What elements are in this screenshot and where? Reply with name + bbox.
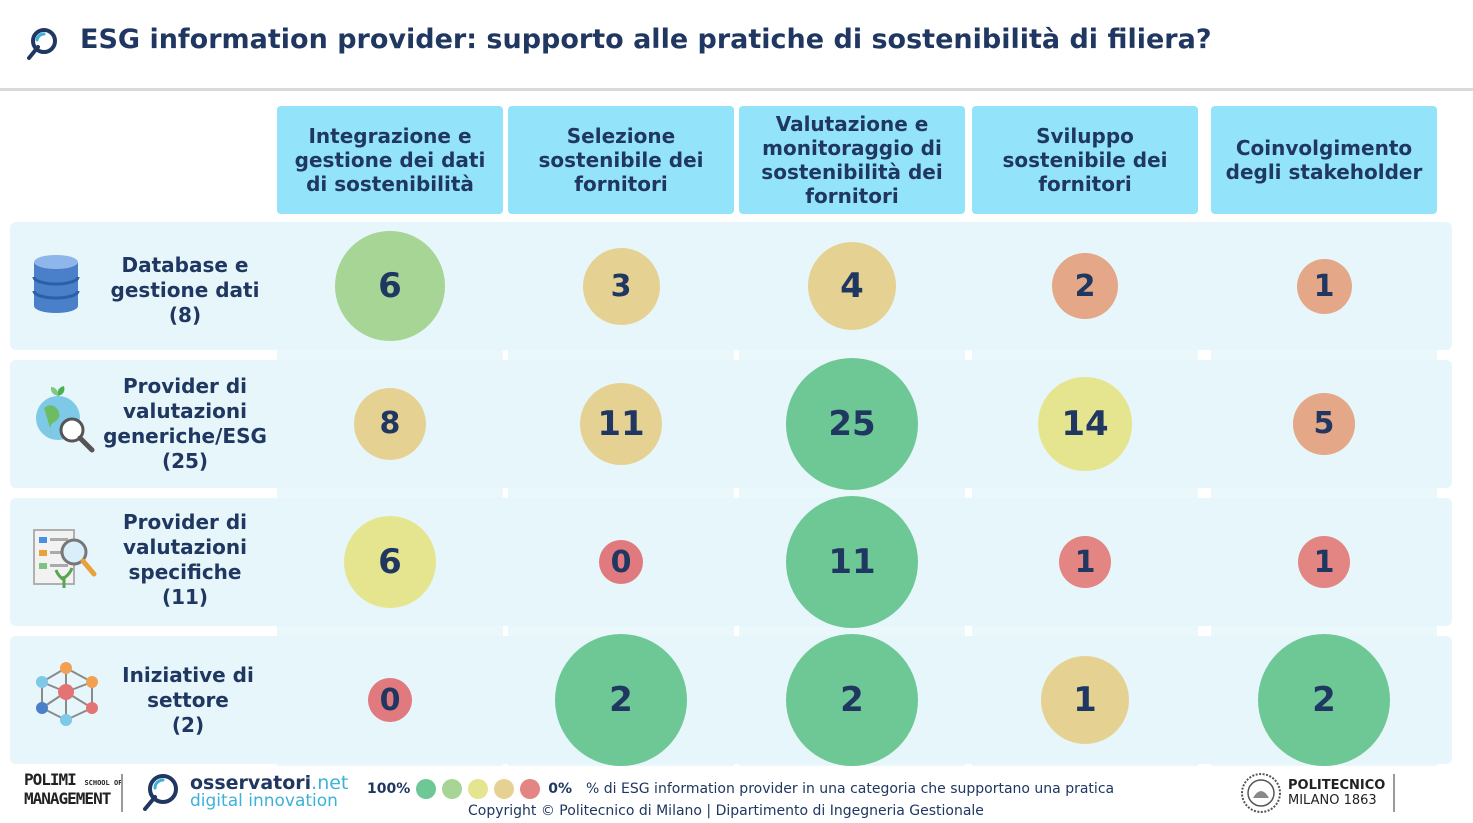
row-label-count: (2) (171, 712, 205, 737)
row-label-industry: Iniziative di settore (2) (103, 662, 273, 738)
row-label-count: (25) (161, 449, 209, 473)
column-header: Coinvolgimento degli stakeholder (1211, 106, 1437, 214)
bubble-value: 11 (786, 496, 918, 628)
row-label-database: Database e gestione dati (8) (100, 252, 270, 328)
legend-swatch (520, 779, 541, 799)
bubble-value: 1 (1298, 536, 1350, 588)
header-divider (0, 88, 1473, 91)
osservatori-subtitle: digital innovation (190, 791, 338, 811)
row-label-text: Provider di valutazioni specifiche (122, 510, 248, 584)
legend-swatch (494, 779, 515, 799)
copyright: Copyright © Politecnico di Milano | Dipa… (468, 803, 984, 819)
bubble-value: 6 (344, 516, 436, 608)
column-header: Selezione sostenibile dei fornitori (508, 106, 734, 214)
row-background (10, 222, 1452, 350)
bubble-value: 1 (1296, 258, 1352, 314)
osservatori-name: osservatori.net (190, 772, 348, 794)
row-label-specific: Provider di valutazioni specifiche (11) (100, 510, 270, 610)
globe-search-icon (36, 386, 95, 453)
row-label-count: (8) (168, 302, 202, 327)
bubble-value: 1 (1041, 656, 1129, 744)
legend-swatch (416, 779, 437, 799)
row-label-count: (11) (161, 585, 209, 609)
page-title: ESG information provider: supporto alle … (80, 24, 1212, 55)
network-icon (36, 662, 98, 726)
bubble-value: 4 (808, 242, 896, 330)
footer-divider (121, 774, 123, 812)
legend-swatch (468, 779, 489, 799)
bubble-value: 8 (353, 387, 427, 461)
row-background (10, 360, 1452, 488)
column-header: Valutazione e monitoraggio di sostenibil… (739, 106, 965, 214)
legend-description: % di ESG information provider in una cat… (586, 781, 1115, 797)
politecnico-name: POLITECNICO MILANO 1863 (1288, 778, 1385, 808)
polimi-management: MANAGEMENT (24, 789, 111, 808)
legend-swatch (442, 779, 463, 799)
bubble-value: 1 (1059, 536, 1111, 588)
row-background (10, 636, 1452, 764)
bubble-value: 2 (555, 634, 687, 766)
bubble-value: 5 (1293, 393, 1355, 455)
politecnico-text: POLITECNICO (1288, 778, 1386, 793)
row-label-text: Provider di valutazioni generiche/ESG (103, 374, 267, 448)
osservatori-net: .net (311, 772, 349, 794)
header: ESG information provider: supporto alle … (0, 0, 1473, 88)
politecnico-city: MILANO 1863 (1288, 793, 1377, 808)
bubble-value: 25 (786, 358, 918, 490)
polimi-text: POLIMI (24, 770, 77, 789)
osservatori-logo-icon (143, 774, 178, 811)
polimi-logo: POLIMI SCHOOL OF MANAGEMENT (24, 772, 122, 807)
footer-divider (1393, 774, 1395, 812)
polimi-school: SCHOOL OF (84, 779, 123, 787)
document-search-icon (33, 529, 97, 588)
politecnico-seal-icon (1241, 773, 1281, 813)
legend-high: 100% (367, 781, 411, 797)
color-legend: 100% 0% % di ESG information provider in… (367, 778, 1114, 800)
bubble-value: 2 (1052, 253, 1118, 319)
row-label-text: Database e gestione dati (110, 252, 260, 302)
column-header: Integrazione e gestione dei dati di sost… (277, 106, 503, 214)
bubble-value: 3 (582, 247, 660, 325)
osservatori-text: osservatori (190, 772, 312, 794)
bubble-value: 11 (579, 382, 663, 466)
bubble-value: 2 (1258, 634, 1390, 766)
row-background (10, 498, 1452, 626)
database-icon (32, 255, 80, 313)
legend-low: 0% (548, 781, 573, 797)
column-header: Sviluppo sostenibile dei fornitori (972, 106, 1198, 214)
footer: POLIMI SCHOOL OF MANAGEMENT osservatori.… (0, 766, 1473, 823)
bubble-value: 0 (599, 540, 643, 584)
bubble-value: 0 (368, 678, 412, 722)
row-label-generic-esg: Provider di valutazioni generiche/ESG (2… (100, 374, 270, 474)
bubble-value: 2 (786, 634, 918, 766)
bubble-value: 14 (1038, 377, 1132, 471)
magnifier-icon (27, 28, 57, 60)
row-label-text: Iniziative di settore (122, 662, 254, 712)
bubble-value: 6 (335, 231, 445, 341)
